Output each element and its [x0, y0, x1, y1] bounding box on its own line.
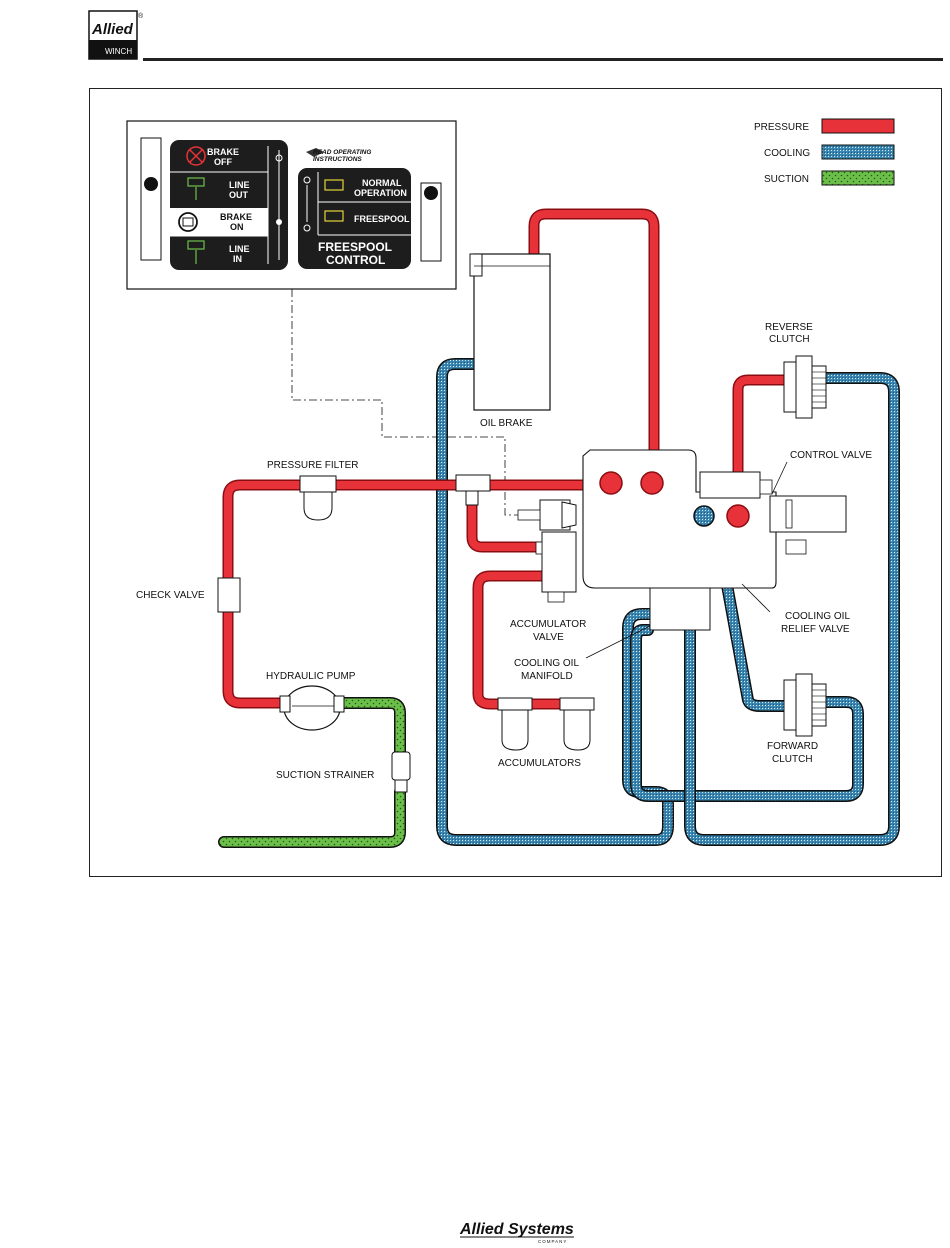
label-forward-clutch-1: FORWARD — [767, 741, 818, 752]
line-in-line1: LINE — [229, 244, 250, 254]
legend-pressure-swatch — [821, 118, 895, 134]
panel-linkage-line — [291, 289, 520, 516]
hydraulic-pump — [279, 685, 345, 731]
label-cooling-oil-manifold-2: MANIFOLD — [521, 671, 573, 682]
line-in-icon — [187, 240, 205, 250]
component-labels: OIL BRAKE REVERSE CLUTCH CONTROL VALVE P… — [136, 322, 872, 781]
legend: PRESSURE COOLING SUCTION — [754, 118, 895, 186]
brake-off-icon — [186, 146, 206, 166]
freespool-icon — [324, 210, 344, 222]
leader-lines — [585, 461, 788, 659]
forward-clutch — [783, 673, 827, 737]
port-brake — [640, 471, 664, 495]
line-in-line2: IN — [233, 254, 242, 264]
brake-off-line1: BRAKE — [207, 147, 239, 157]
left-lever-knob — [144, 177, 158, 191]
label-pressure-filter: PRESSURE FILTER — [267, 460, 359, 471]
brake-on-line1: BRAKE — [220, 212, 252, 222]
label-cooling-oil-relief-1: COOLING OIL — [785, 611, 850, 622]
freespool-control-line2: CONTROL — [326, 253, 385, 267]
oil-brake — [469, 253, 551, 411]
tee-fitting — [455, 474, 491, 492]
label-reverse-clutch-2: CLUTCH — [769, 334, 810, 345]
trademark-mark: ® — [138, 12, 144, 20]
label-suction-strainer: SUCTION STRAINER — [276, 770, 374, 781]
port-reverse — [726, 504, 750, 528]
left-lever-slot — [140, 137, 162, 261]
label-reverse-clutch-1: REVERSE — [765, 322, 813, 333]
legend-suction-label: SUCTION — [764, 174, 809, 185]
label-accumulator-valve-2: VALVE — [533, 632, 564, 643]
accumulators — [497, 697, 595, 751]
allied-winch-logo: Allied WINCH — [88, 10, 138, 60]
suction-line — [218, 697, 406, 848]
legend-cooling-swatch — [821, 144, 895, 160]
label-cooling-oil-manifold-1: COOLING OIL — [514, 658, 579, 669]
read-instructions-line2: INSTRUCTIONS — [313, 156, 362, 163]
read-instructions-line1: READ OPERATING — [313, 149, 371, 156]
freespool-control-line1: FREESPOOL — [318, 240, 392, 254]
logo-text: Allied — [91, 21, 134, 38]
brake-on-line2: ON — [230, 222, 244, 232]
line-out-line2: OUT — [229, 190, 249, 200]
freespool-label: FREESPOOL — [354, 214, 410, 224]
freespool-decal — [298, 168, 411, 269]
brake-off-line2: OFF — [214, 157, 232, 167]
legend-cooling-label: COOLING — [764, 148, 810, 159]
cooling-oil-manifold — [649, 587, 711, 631]
label-forward-clutch-2: CLUTCH — [772, 754, 813, 765]
label-oil-brake: OIL BRAKE — [480, 418, 533, 429]
allied-systems-logo: Allied Systems COMPANY — [459, 1221, 574, 1244]
trademark: ® — [138, 12, 144, 20]
port-pressure-in — [599, 471, 623, 495]
reverse-clutch — [783, 355, 827, 419]
label-control-valve: CONTROL VALVE — [790, 450, 872, 461]
normal-operation-line1: NORMAL — [362, 178, 402, 188]
logo-sub: WINCH — [105, 47, 132, 56]
tee-branch — [465, 490, 479, 506]
line-out-line1: LINE — [229, 180, 250, 190]
normal-operation-line2: OPERATION — [354, 188, 407, 198]
label-accumulators: ACCUMULATORS — [498, 758, 581, 769]
legend-pressure-label: PRESSURE — [754, 122, 809, 133]
instructions-book-icon — [306, 148, 324, 157]
port-cooling — [693, 505, 715, 527]
legend-suction-swatch — [821, 170, 895, 186]
brake-on-highlight — [170, 208, 268, 236]
header-rule — [143, 58, 943, 61]
control-panel-inset: BRAKE OFF LINE OUT BRAKE ON LINE IN NORM… — [126, 120, 457, 290]
label-cooling-oil-relief-2: RELIEF VALVE — [781, 624, 850, 635]
footer-sub: COMPANY — [538, 1239, 567, 1244]
suction-strainer — [391, 751, 411, 793]
right-lever-knob — [424, 186, 438, 200]
brake-on-icon — [178, 212, 198, 232]
accumulator-valve — [517, 499, 577, 603]
label-accumulator-valve-1: ACCUMULATOR — [510, 619, 586, 630]
pressure-filter — [299, 475, 337, 521]
footer-brand: Allied Systems — [459, 1221, 574, 1238]
diagram-frame — [89, 88, 942, 877]
right-lever-slot — [420, 182, 442, 262]
check-valve — [217, 577, 241, 613]
label-hydraulic-pump: HYDRAULIC PUMP — [266, 671, 356, 682]
control-valve-body — [582, 449, 847, 589]
line-out-icon — [187, 177, 205, 187]
label-check-valve: CHECK VALVE — [136, 590, 205, 601]
normal-operation-icon — [324, 179, 344, 191]
